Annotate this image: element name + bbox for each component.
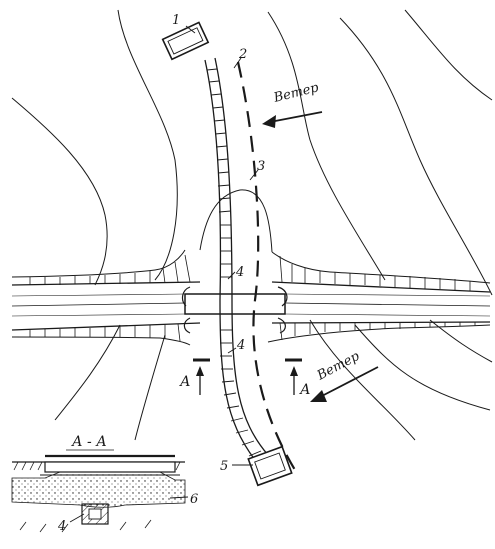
label-6: 6 [190, 492, 198, 507]
label-4-lower: 4 [236, 338, 245, 353]
section-soil-layer [11, 471, 186, 508]
outlet-well [247, 445, 293, 487]
contour-lines [11, 9, 493, 441]
section-marker-right [285, 358, 302, 395]
wind-label-top: Ветер [271, 80, 320, 106]
wind-arrow-bottom [310, 366, 379, 402]
road-embankment [11, 249, 491, 346]
contour-line [339, 17, 493, 296]
wind-arrow-top [262, 111, 323, 128]
contour-line [11, 97, 108, 286]
label-1: 1 [172, 13, 180, 28]
section-label-right: А [299, 382, 311, 398]
culvert-headwall [181, 286, 288, 334]
section-road-slab [44, 461, 176, 473]
contour-line [354, 324, 491, 411]
label-3: 3 [257, 159, 265, 174]
embankment-bottom-edge [271, 321, 491, 324]
trench-rungs [206, 68, 262, 457]
section-label-left: А [179, 374, 191, 390]
slope-edge [11, 336, 191, 346]
embankment-top-edge [11, 281, 201, 286]
cross-section-a-a [11, 454, 189, 533]
slope-edge [11, 249, 186, 278]
section-marker-left [193, 358, 210, 395]
contour-line [54, 324, 121, 421]
road-centerline [11, 302, 186, 307]
label-2: 2 [238, 47, 247, 62]
contour-line [404, 9, 493, 101]
contour-line [134, 334, 166, 441]
road-centerline [284, 302, 491, 307]
contour-line [199, 189, 273, 253]
inlet-well [161, 21, 210, 61]
contour-line [309, 319, 416, 441]
leader-lines [185, 25, 259, 466]
label-5: 5 [220, 459, 228, 474]
contour-line [117, 9, 178, 281]
section-title: А - А [71, 434, 107, 450]
culvert-pipe [184, 293, 286, 315]
embankment-top-edge [271, 281, 491, 293]
label-4-section: 4 [57, 519, 66, 534]
label-4-upper: 4 [235, 265, 244, 280]
slope-edge [271, 251, 491, 284]
contour-line [267, 11, 386, 281]
snow-fence-line [236, 61, 296, 471]
drainage-trench [204, 57, 269, 461]
contour-line [429, 319, 493, 363]
embankment-bottom-edge [11, 322, 201, 331]
slope-hatching [29, 254, 476, 342]
